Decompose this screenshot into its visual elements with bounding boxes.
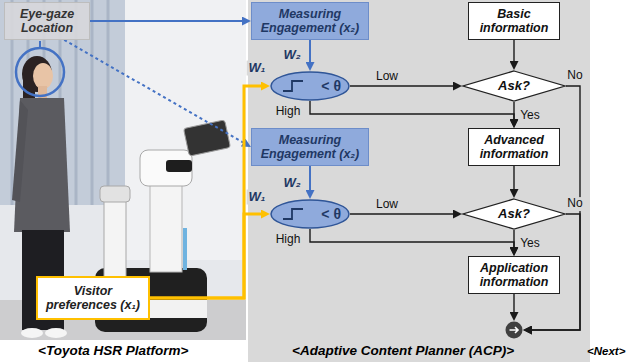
threshold-ellipse: < θ [270, 199, 350, 229]
connector [309, 166, 311, 194]
connector [90, 20, 246, 22]
edge-label: High [274, 105, 303, 119]
edge-label: High [274, 233, 303, 247]
next-dot: <Next> [505, 321, 523, 339]
weight-label: W₁ [247, 61, 268, 76]
node-text: Ask? [498, 207, 530, 222]
edge-label: Low [374, 198, 400, 212]
connector [513, 230, 514, 251]
node-text: < θ [321, 206, 341, 222]
connector [309, 40, 311, 66]
info-box: Application information [468, 256, 560, 294]
robot-display [184, 120, 231, 156]
node-text: Advanced information [472, 133, 556, 162]
sensor-label: Eye-gaze Location [4, 2, 90, 40]
node-text: Eye-gaze Location [8, 7, 86, 36]
weight-label: W₂ [281, 176, 302, 191]
robot-head [140, 150, 192, 186]
diamond-shape [463, 199, 565, 229]
step-symbol [283, 81, 303, 91]
connector [513, 102, 514, 123]
weight-label: W₂ [281, 48, 302, 63]
girl-shoe [21, 328, 43, 338]
node-text: Measuring Engagement (x₂) [255, 133, 365, 162]
node-text: Ask? [498, 79, 530, 94]
wall [125, 0, 246, 260]
node-text: <Next> [587, 345, 625, 358]
connector [513, 40, 514, 65]
connector [310, 101, 514, 123]
input-box: Visitor preferences (x₁) [36, 276, 150, 320]
threshold-ellipse: < θ [270, 71, 350, 101]
decision-diamond: Ask? [462, 198, 566, 230]
edge-label: Low [374, 70, 400, 84]
connector [150, 214, 265, 298]
robot-gripper [100, 186, 130, 202]
weight-label: W₁ [247, 190, 268, 205]
engagement-box: Measuring Engagement (x₂) [251, 128, 369, 166]
leader-line [39, 41, 41, 48]
connector [513, 294, 514, 316]
girl-arm [12, 100, 28, 202]
node-text: Application information [472, 261, 556, 290]
info-box: Advanced information [468, 128, 560, 166]
edge-label: No [565, 197, 584, 211]
dot-outline [505, 321, 523, 339]
robot-light [183, 228, 187, 270]
node-text: Measuring Engagement (x₂) [255, 7, 365, 36]
edge-label: No [565, 69, 584, 83]
diamond-shape [463, 71, 565, 101]
edge-label: Yes [518, 237, 542, 251]
connector [64, 40, 246, 145]
girl-face [33, 63, 53, 89]
photo-background [0, 0, 246, 340]
info-box: Basic information [468, 2, 560, 40]
robot-torso [150, 180, 182, 272]
node-text: Visitor preferences (x₁) [41, 284, 145, 313]
panel-caption: <Toyota HSR Platform> [38, 343, 188, 358]
ellipse-shape [271, 72, 349, 100]
planner-panel [248, 0, 590, 362]
arrow-symbol [510, 327, 519, 333]
engagement-box: Measuring Engagement (x₂) [251, 2, 369, 40]
node-text: < θ [321, 78, 341, 94]
connector [310, 229, 514, 251]
connector [513, 166, 514, 193]
connector [350, 85, 457, 86]
step-symbol [283, 209, 303, 219]
decision-diamond: Ask? [462, 70, 566, 102]
robot-visor [166, 160, 192, 172]
girl-shoe [45, 328, 67, 338]
dot-shape [506, 322, 523, 339]
ellipse-shape [271, 200, 349, 228]
edge-label: Yes [518, 109, 542, 123]
gaze-ring [16, 48, 64, 96]
connector [350, 213, 457, 214]
node-text: Basic information [472, 7, 556, 36]
panel-caption: <Adaptive Content Planner (ACP)> [292, 343, 514, 358]
